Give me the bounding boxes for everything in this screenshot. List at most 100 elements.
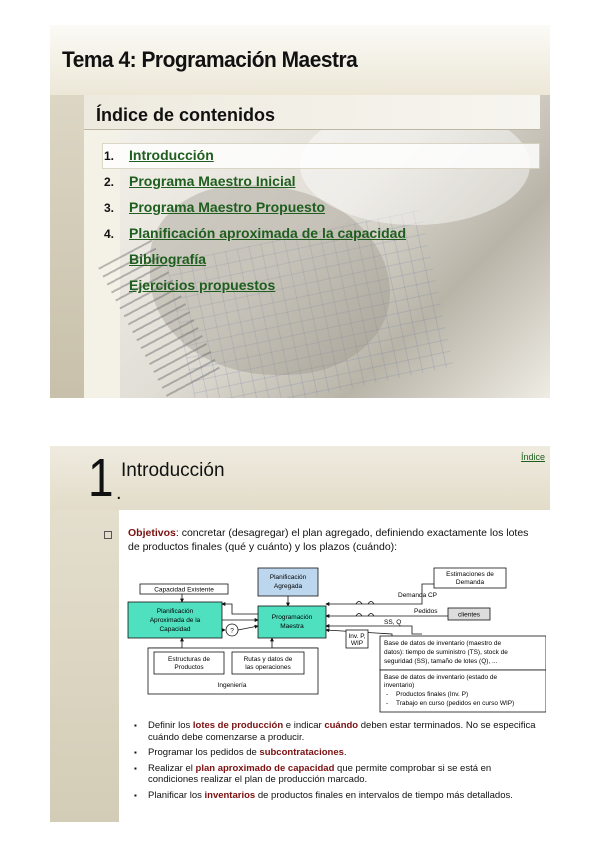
objectives-text: Objetivos: concretar (desagregar) el pla… xyxy=(128,526,538,554)
arrow-ss xyxy=(325,624,422,635)
box-inventario-wip xyxy=(345,629,369,649)
label-bd1-2: datos): tiempo de suministro (TS), stock… xyxy=(384,649,508,656)
box-clientes xyxy=(447,607,491,621)
toc-item[interactable]: 3. Programa Maestro Propuesto xyxy=(102,195,406,221)
text: . xyxy=(343,747,347,758)
highlight: subcontrataciones xyxy=(259,747,344,758)
highlight: lotes de producción xyxy=(192,720,284,731)
slide-2-header xyxy=(50,446,550,510)
index-heading: Índice de contenidos xyxy=(96,105,276,125)
box-capacidad-existente xyxy=(139,583,229,595)
label-bd2-2: inventario) xyxy=(384,682,414,689)
slide-1: Tema 4: Programación Maestra Índice de c… xyxy=(50,25,550,398)
toc-highlight xyxy=(102,143,540,169)
list-item: Planificar los inventarios de productos … xyxy=(132,790,542,802)
objectives-body: : concretar (desagregar) el plan agregad… xyxy=(128,527,529,553)
toc-item[interactable]: Ejercicios propuestos xyxy=(102,273,406,299)
label-estimaciones-2: Demanda xyxy=(456,579,485,586)
label-inv-2: WIP xyxy=(351,640,363,647)
slide-1-side-band xyxy=(50,95,84,398)
text: de productos finales en intervalos de ti… xyxy=(255,789,513,801)
box-planificacion-aproximada xyxy=(127,601,223,639)
list-item: Programar los pedidos de subcontratacion… xyxy=(132,747,542,759)
index-link[interactable]: Índice xyxy=(521,452,546,462)
label-inv-1: Inv. P, xyxy=(348,633,365,640)
box-programacion-maestra xyxy=(257,605,327,639)
toc-link-ejercicios[interactable]: Ejercicios propuestos xyxy=(129,277,276,293)
label-bd2-item-1: Productos finales (Inv. P) xyxy=(396,691,468,698)
section-number: 1 xyxy=(88,448,114,508)
toc-item-number: 2. xyxy=(104,175,115,189)
label-programacion-2: Maestra xyxy=(280,623,304,630)
label-bd2-dash-1: - xyxy=(386,691,388,698)
objectives-bullet-icon xyxy=(104,531,112,539)
box-bd-estado xyxy=(379,669,546,713)
box-estimaciones xyxy=(433,567,507,589)
label-demanda-cp: Demanda CP xyxy=(398,592,437,599)
label-aprox-2: Aproximada de la xyxy=(150,617,201,624)
question-node xyxy=(225,623,239,637)
toc-link-bibliografia[interactable]: Bibliografía xyxy=(129,251,207,267)
slide-1-header: Tema 4: Programación Maestra xyxy=(50,25,550,95)
slide-2: 1 . Introducción Índice Objetivos: concr… xyxy=(50,446,550,822)
toc-link-planificacion[interactable]: Planificación aproximada de la capacidad xyxy=(129,225,406,241)
text: Planificar los xyxy=(148,789,205,801)
label-bd1-1: Base de datos de inventario (maestro de xyxy=(384,640,501,647)
objectives-list: Definir los lotes de producción e indica… xyxy=(132,720,542,805)
objectives-lead: Objetivos xyxy=(128,527,176,539)
highlight: cuándo xyxy=(324,720,359,731)
toc-item-number: 1. xyxy=(104,149,115,163)
toc-link-programa-inicial[interactable]: Programa Maestro Inicial xyxy=(129,173,296,189)
label-clientes: clientes xyxy=(458,612,481,619)
toc-item[interactable]: Bibliografía xyxy=(102,247,406,273)
label-ss-q: SS, Q xyxy=(384,619,401,626)
label-rutas-1: Rutas y datos de xyxy=(244,656,293,663)
box-rutas xyxy=(231,651,305,675)
text: e indicar xyxy=(283,720,325,731)
label-pedidos: Pedidos xyxy=(414,608,438,615)
label-planificacion-agregada-2: Agregada xyxy=(274,583,303,590)
label-bd2-item-2: Trabajo en curso (pedidos en curso WIP) xyxy=(396,700,514,707)
label-estructuras-1: Estructuras de xyxy=(168,656,210,663)
box-estructuras xyxy=(153,651,225,675)
text: Definir los xyxy=(148,720,193,731)
section-number-dot: . xyxy=(116,482,122,504)
label-programacion-1: Programación xyxy=(272,614,313,621)
text: que permite comprobar si se está en cond… xyxy=(148,762,492,786)
label-planificacion-agregada-1: Planificación xyxy=(270,574,307,581)
text: Realizar el xyxy=(148,762,196,774)
highlight: inventarios xyxy=(204,789,256,801)
index-bar xyxy=(84,95,540,130)
label-estructuras-2: Productos xyxy=(174,664,204,671)
label-question: ? xyxy=(230,628,234,635)
arrow-prog-to-aprox xyxy=(221,602,258,615)
label-rutas-2: las operaciones xyxy=(245,664,291,671)
table-of-contents: 1. Introducción 2. Programa Maestro Inicia… xyxy=(102,143,406,299)
label-estimaciones-1: Estimaciones de xyxy=(446,571,494,578)
label-aprox-3: Capacidad xyxy=(159,626,190,633)
label-ingenieria: Ingeniería xyxy=(218,682,247,689)
toc-item-number: 4. xyxy=(104,227,115,241)
slide-1-title: Tema 4: Programación Maestra xyxy=(62,47,358,72)
toc-item[interactable]: 4. Planificación aproximada de la capacid… xyxy=(102,221,406,247)
arrow-question-out xyxy=(237,624,259,631)
box-planificacion-agregada xyxy=(257,567,319,597)
toc-item[interactable]: 2. Programa Maestro Inicial xyxy=(102,169,406,195)
slide-2-title: Introducción xyxy=(121,460,225,481)
label-aprox-1: Planificación xyxy=(157,608,194,615)
text: deben estar terminados. No se especifica… xyxy=(148,720,536,743)
text: Programar los pedidos de xyxy=(148,747,260,758)
label-capacidad-existente: Capacidad Existente xyxy=(154,587,214,594)
toc-link-programa-propuesto[interactable]: Programa Maestro Propuesto xyxy=(129,199,326,215)
production-planning-diagram: Capacidad Existente Planificación Agrega… xyxy=(127,567,546,713)
toc-item[interactable]: 1. Introducción xyxy=(102,143,406,169)
label-bd2-dash-2: - xyxy=(386,700,388,707)
highlight: plan aproximado de capacidad xyxy=(195,762,335,774)
photo-hand-shape xyxy=(150,185,390,375)
toc-item-number: 3. xyxy=(104,201,115,215)
list-item: Realizar el plan aproximado de capacidad… xyxy=(132,763,542,786)
crossover-hop xyxy=(355,601,375,617)
toc-link-introduccion[interactable]: Introducción xyxy=(129,147,214,163)
list-item: Definir los lotes de producción e indica… xyxy=(132,720,542,743)
label-bd1-3: seguridad (SS), tamaño de lotes (Q), ... xyxy=(384,658,498,665)
